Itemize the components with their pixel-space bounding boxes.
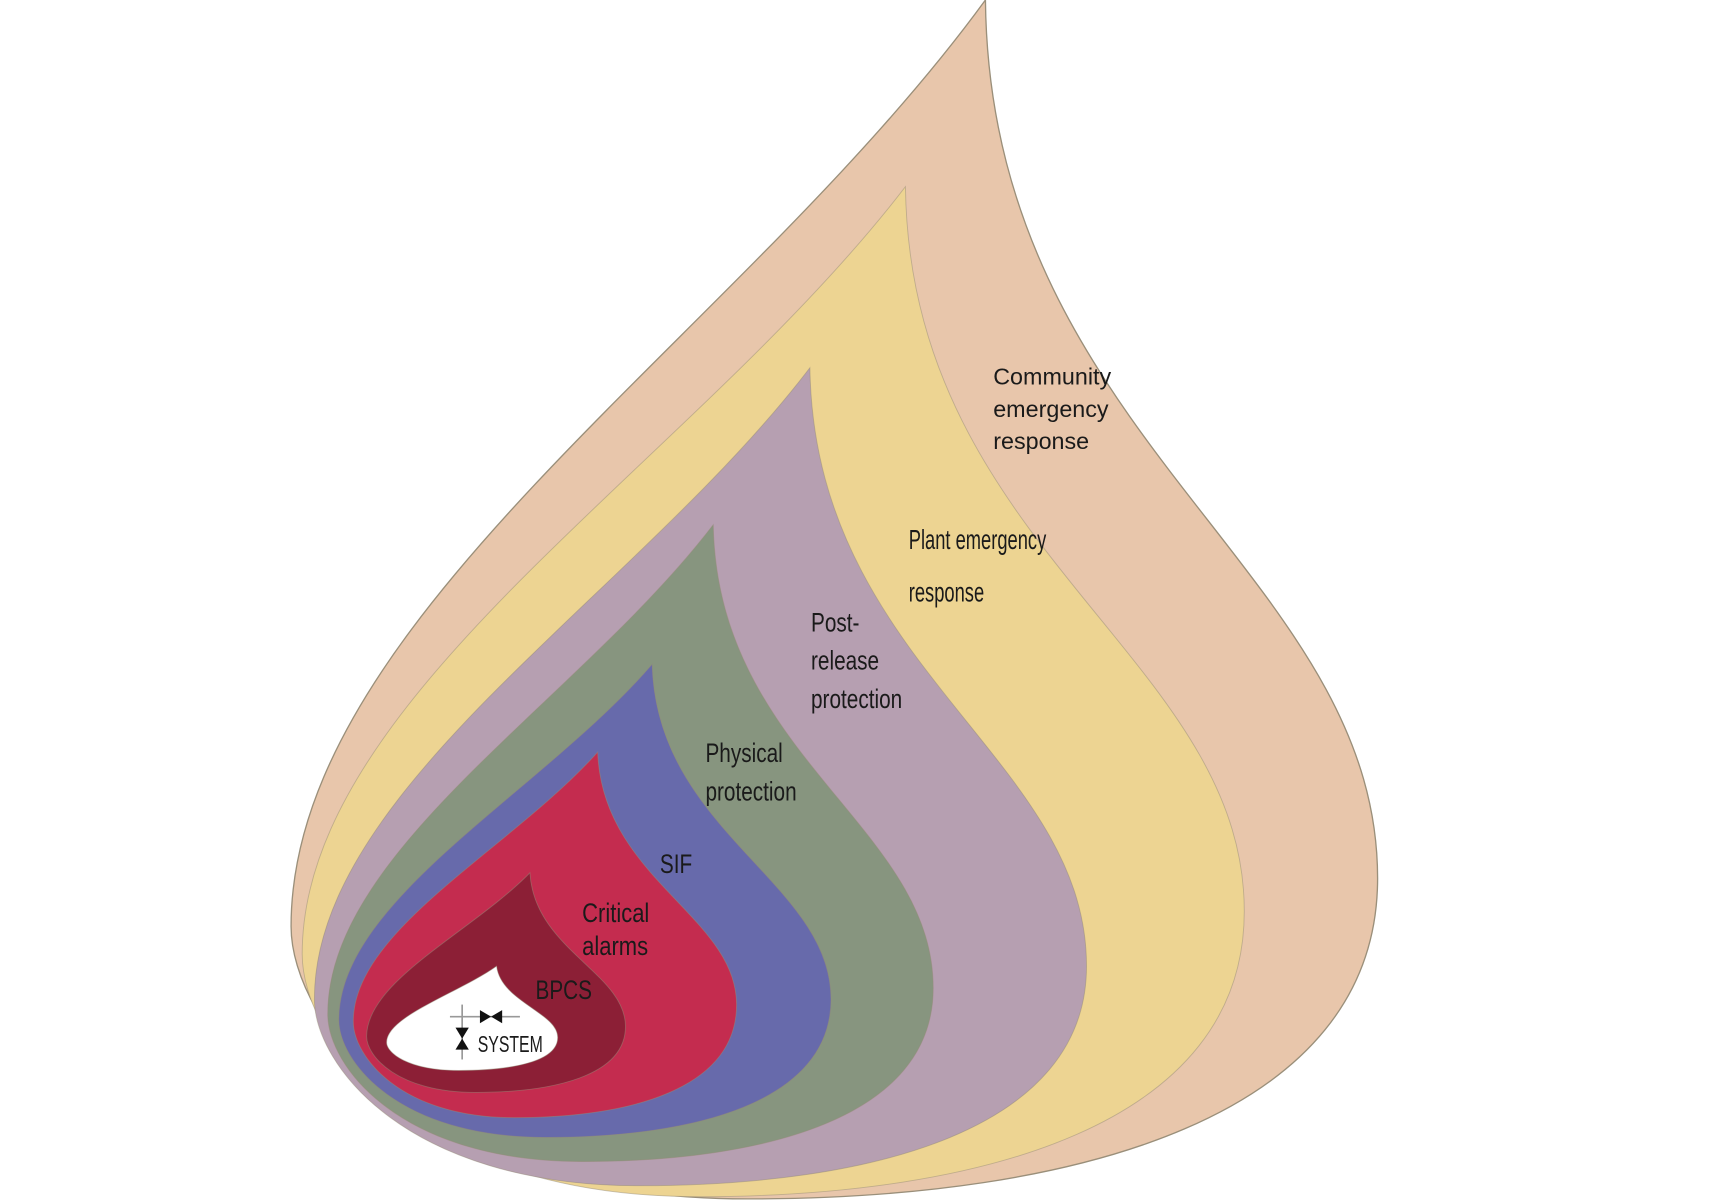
label-plant-1: Plant emergency	[909, 524, 1047, 555]
label-critical-2: alarms	[582, 932, 648, 961]
label-post-release-2: release	[811, 646, 879, 676]
label-critical-1: Critical	[582, 899, 649, 928]
valve-icon-vertical	[455, 1004, 469, 1060]
label-community-3: response	[993, 428, 1089, 454]
label-sif: SIF	[660, 849, 692, 879]
label-community-1: Community	[993, 363, 1111, 389]
label-post-release-3: protection	[811, 685, 902, 715]
label-post-release-1: Post-	[811, 608, 859, 638]
label-system: SYSTEM	[478, 1032, 543, 1058]
label-physical-1: Physical	[705, 739, 782, 769]
layer-system	[386, 965, 559, 1071]
label-community-2: emergency	[993, 396, 1109, 422]
label-physical-2: protection	[705, 777, 796, 807]
label-plant-2: response	[909, 577, 984, 608]
label-bpcs: BPCS	[535, 976, 592, 1006]
